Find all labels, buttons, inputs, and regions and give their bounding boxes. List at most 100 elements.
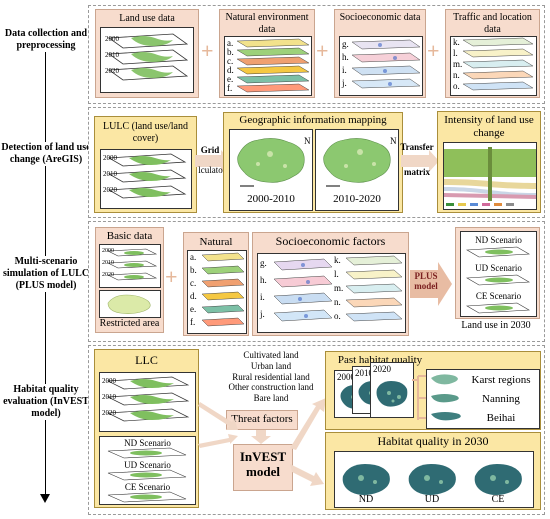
restricted-map bbox=[99, 290, 161, 318]
regions-graphic bbox=[431, 374, 461, 421]
socio-factors-title: Socioeconomic factors bbox=[275, 234, 386, 248]
land-type-item: Cultivated land bbox=[243, 350, 299, 360]
scenario-label: CE Scenario bbox=[124, 482, 171, 492]
letter-m: m. bbox=[334, 283, 344, 293]
period-label: 2010-2020 bbox=[333, 193, 381, 205]
year-label: 2020 bbox=[105, 67, 119, 75]
restricted-map-graphic bbox=[107, 294, 151, 314]
map-2000-2010: N 2000-2010 bbox=[229, 129, 313, 211]
natural-factors-stack: a. b. c. d. e. f. bbox=[187, 250, 247, 334]
sankey-chart bbox=[443, 142, 537, 210]
socio-title: Socioeconomic data bbox=[339, 12, 421, 23]
land-type-item: Rural residential land bbox=[232, 371, 310, 382]
letter-h: h. bbox=[342, 52, 349, 62]
basic-stack-graphic bbox=[106, 248, 158, 281]
socio-stack: g. h. i. j. bbox=[339, 36, 423, 96]
land-use-stack-graphic bbox=[107, 33, 189, 81]
matrix-label: matrix bbox=[404, 167, 430, 177]
traffic-title: Traffic and location data bbox=[453, 12, 532, 35]
letter-c: c. bbox=[190, 278, 197, 288]
sankey-graphic bbox=[444, 143, 536, 209]
year-label: 2020 bbox=[102, 409, 116, 417]
lulc-stack: 2000 2010 2020 bbox=[100, 149, 192, 209]
scenario-label: ND Scenario bbox=[124, 438, 171, 448]
calculator-label: lculator bbox=[198, 165, 226, 175]
llc-panel: LLC 2000 2010 2020 ND Sce bbox=[94, 349, 199, 508]
natural-env-stack-graphic bbox=[236, 38, 310, 93]
map-graphic: N bbox=[237, 136, 311, 187]
traffic-panel: Traffic and location data k. l. m. n. o. bbox=[445, 9, 540, 98]
year-label: 2000 bbox=[102, 377, 116, 385]
letter-m: m. bbox=[453, 59, 463, 69]
hq-2030-maps: ND UD CE bbox=[334, 451, 534, 508]
letter-i: i. bbox=[260, 292, 265, 302]
map-label: UD bbox=[424, 494, 440, 505]
svg-text:N: N bbox=[304, 136, 311, 146]
land-use-data-title: Land use data bbox=[119, 13, 175, 24]
scenario-panel: ND Scenario UD Scenario CE Scenario bbox=[455, 227, 540, 319]
letter-f: f. bbox=[227, 83, 233, 93]
year-label: 2010 bbox=[102, 260, 114, 266]
letter-a: a. bbox=[227, 38, 234, 48]
year-label: 2010 bbox=[103, 170, 117, 178]
llc-title: LLC bbox=[135, 353, 158, 367]
stage-label-1: Data collection and preprocessing bbox=[0, 28, 92, 52]
threat-factors-label: Threat factors bbox=[231, 413, 293, 425]
traffic-stack-graphic bbox=[462, 37, 534, 91]
gim-title: Geographic information mapping bbox=[239, 114, 387, 126]
letter-l: l. bbox=[334, 269, 339, 279]
region-label: Karst regions bbox=[471, 374, 531, 386]
llc-stack-graphic bbox=[106, 376, 190, 422]
plus-icon: + bbox=[316, 38, 329, 63]
map-year: 2000 bbox=[337, 372, 355, 382]
basic-data-stack: 2000 2010 2020 bbox=[99, 244, 161, 288]
letter-l: l. bbox=[453, 48, 458, 58]
invest-model-label: InVEST model bbox=[239, 449, 287, 479]
year-label: 2020 bbox=[103, 186, 117, 194]
past-habitat-panel: Past habitat quality 2000 2010 2020 Kars… bbox=[325, 351, 541, 430]
land-use-stack: 2000 2010 2020 bbox=[100, 27, 194, 93]
lulc-title: LULC (land use/land cover) bbox=[103, 121, 188, 144]
letter-h: h. bbox=[260, 275, 267, 285]
land-types-list: Cultivated land Urban land Rural residen… bbox=[222, 350, 320, 404]
lulc-stack-graphic bbox=[107, 153, 187, 199]
lulc-panel: LULC (land use/land cover) 2000 2010 202… bbox=[94, 116, 197, 213]
llc-stack: 2000 2010 2020 bbox=[99, 372, 196, 432]
invest-out-arrows bbox=[290, 398, 326, 486]
basic-data-title: Basic data bbox=[106, 230, 153, 242]
map-graphic: N bbox=[323, 136, 397, 187]
letter-k: k. bbox=[334, 255, 341, 265]
year-label: 2010 bbox=[105, 51, 119, 59]
grid-label: Grid bbox=[200, 145, 220, 155]
letter-b: b. bbox=[227, 47, 234, 57]
socio-factors-stack: g. h. i. j. k. l. m. n. o. bbox=[257, 253, 406, 333]
llc-to-invest-arrows bbox=[198, 402, 238, 448]
plus-icon: + bbox=[427, 38, 440, 63]
letter-j: j. bbox=[342, 78, 347, 88]
basic-data-panel: Basic data 2000 2010 2020 Restricted are… bbox=[95, 227, 164, 333]
map-year: 2010 bbox=[355, 368, 373, 378]
gim-panel: Geographic information mapping N 2000-20… bbox=[223, 112, 403, 213]
traffic-stack: k. l. m. n. o. bbox=[450, 36, 537, 96]
period-label: 2000-2010 bbox=[247, 193, 295, 205]
letter-k: k. bbox=[453, 37, 460, 47]
scenario-label: UD Scenario bbox=[124, 460, 171, 470]
letter-g: g. bbox=[260, 258, 267, 268]
hq-map-2020: 2020 bbox=[370, 362, 414, 418]
grid-arrow bbox=[195, 150, 231, 172]
land-use-2030-label: Land use in 2030 bbox=[461, 320, 531, 331]
natural-env-panel: Natural environment data a. b. c. d. e. … bbox=[219, 9, 315, 98]
letter-o: o. bbox=[334, 311, 341, 321]
letter-f: f. bbox=[190, 317, 196, 327]
letter-o: o. bbox=[453, 81, 460, 91]
map-label: ND bbox=[358, 494, 374, 505]
timeline-arrowhead bbox=[40, 494, 50, 503]
region-label: Nanning bbox=[482, 393, 520, 405]
natural-env-title: Natural environment data bbox=[225, 12, 309, 35]
socio-panel: Socioeconomic data g. h. i. j. bbox=[334, 9, 426, 98]
hq-2030-panel: Habitat quality in 2030 ND UD CE bbox=[325, 432, 541, 510]
land-type-item: Urban land bbox=[250, 360, 292, 371]
hq-2030-graphic bbox=[342, 464, 522, 495]
map-2010-2020: N 2010-2020 bbox=[315, 129, 399, 211]
invest-model-box[interactable]: InVEST model bbox=[233, 444, 293, 491]
